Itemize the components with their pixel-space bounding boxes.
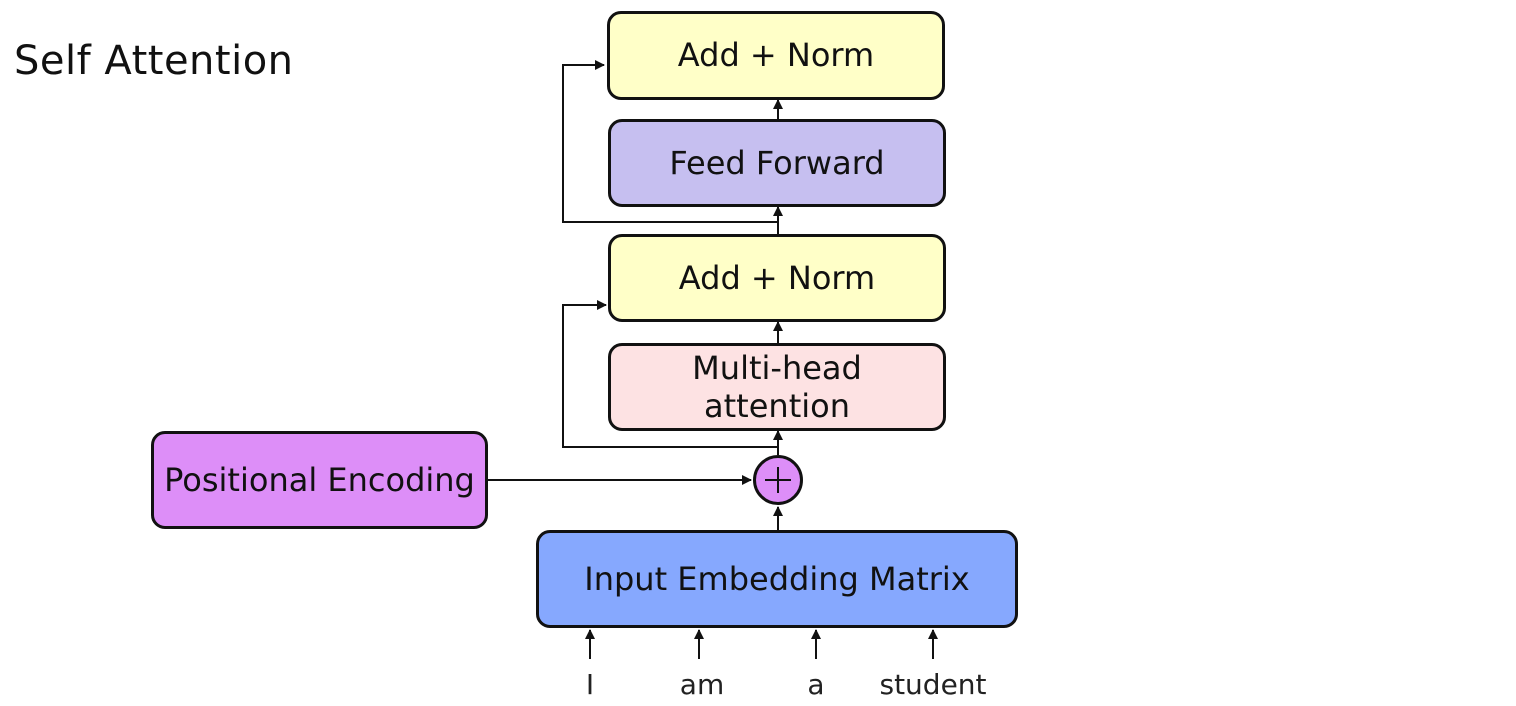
token-label: I [585, 668, 595, 701]
positional-encoding-label: Positional Encoding [164, 460, 475, 499]
feed-forward-block: Feed Forward [608, 119, 946, 207]
residual-connection-1 [562, 300, 778, 448]
token-label: a [807, 668, 825, 701]
multi-head-attention-block: Multi-head attention [608, 343, 946, 431]
residual-connection-2 [562, 60, 778, 223]
add-norm-bottom-label: Add + Norm [678, 258, 876, 297]
feed-forward-label: Feed Forward [669, 143, 885, 182]
input-embedding-label: Input Embedding Matrix [584, 559, 970, 598]
add-norm-bottom-block: Add + Norm [608, 234, 946, 322]
add-norm-top-label: Add + Norm [677, 36, 875, 75]
addition-node-icon [753, 455, 803, 505]
slide-title: Self Attention [14, 38, 294, 84]
token-label: am [679, 668, 725, 701]
add-norm-top-block: Add + Norm [607, 11, 945, 100]
multi-head-label-line2: attention [704, 387, 850, 425]
multi-head-label-line1: Multi-head [692, 348, 862, 387]
positional-encoding-block: Positional Encoding [151, 431, 488, 529]
input-embedding-block: Input Embedding Matrix [536, 530, 1018, 628]
token-label: student [879, 668, 987, 701]
